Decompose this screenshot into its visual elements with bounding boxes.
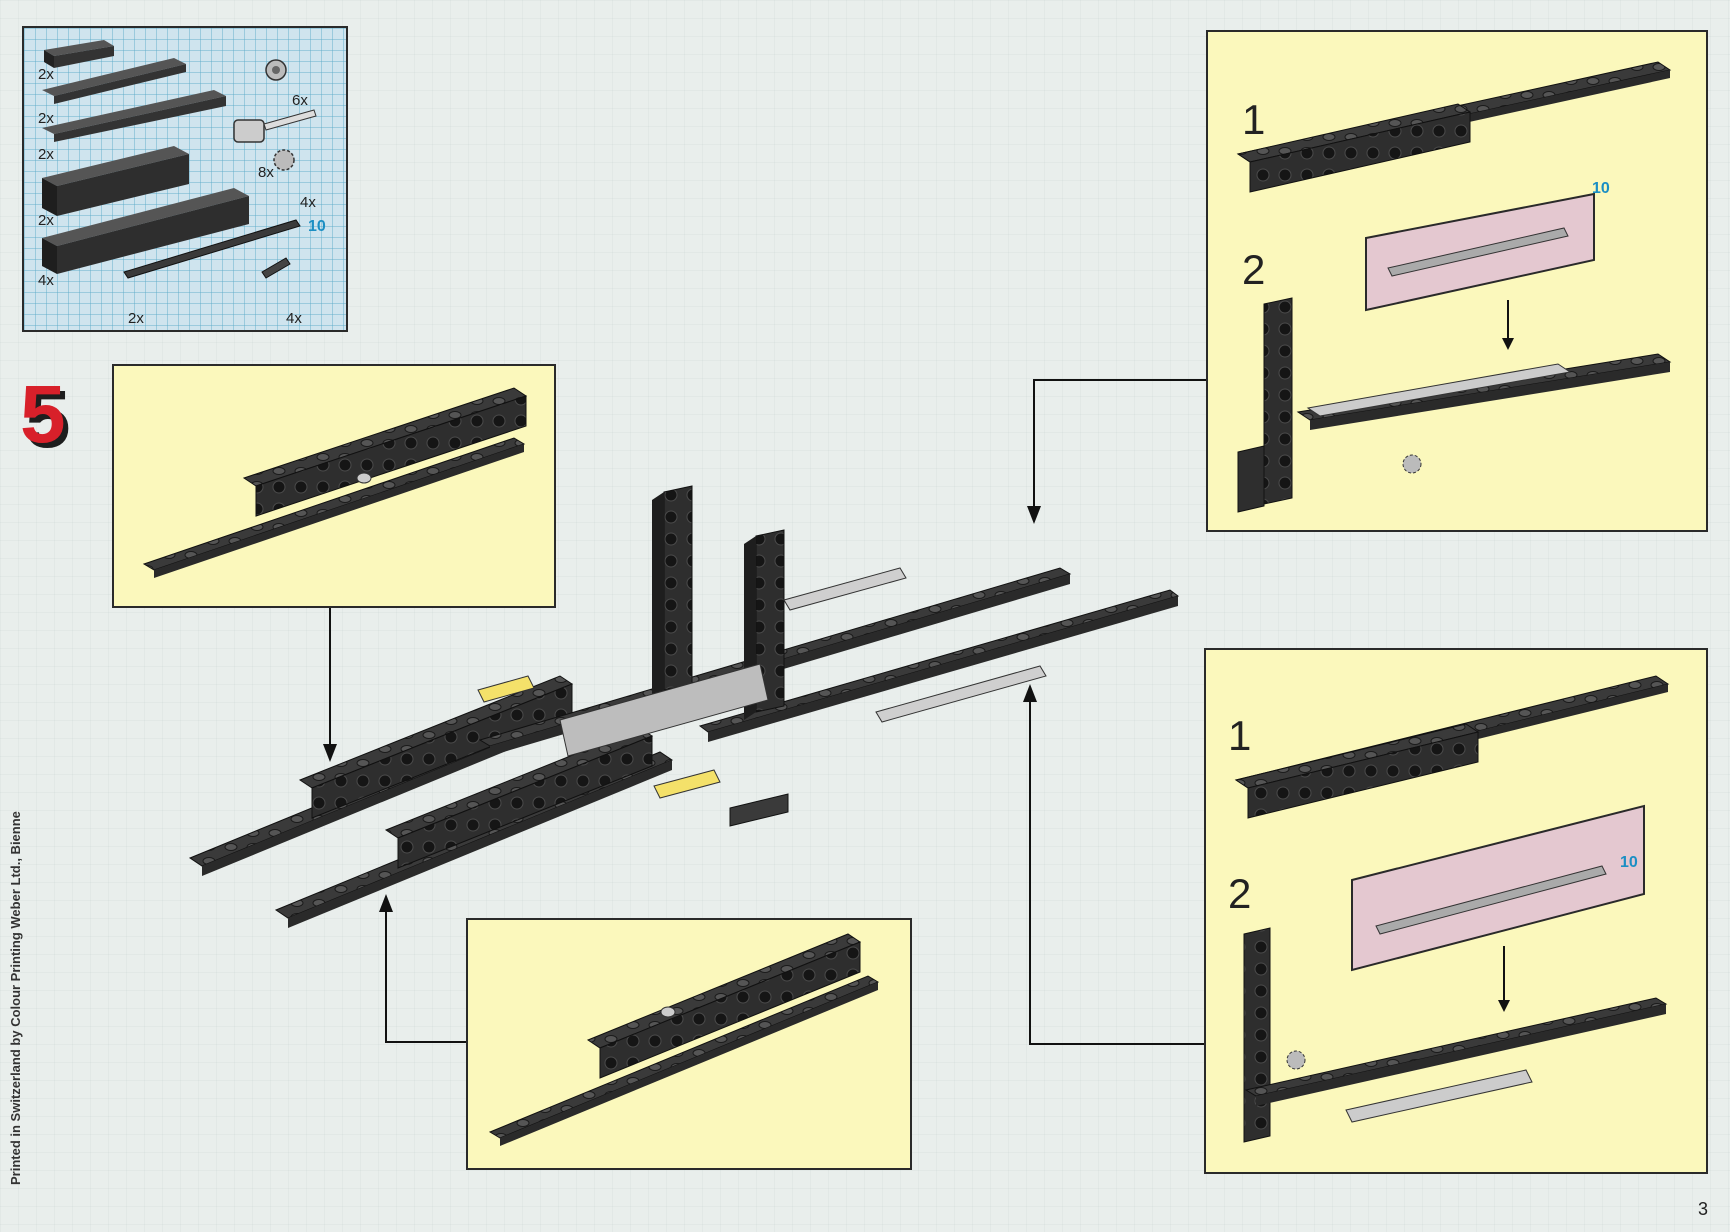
qty-label: 8x [258,164,274,181]
axle-length-label: 10 [1620,854,1638,871]
connector-arrow-right-bottom [1023,684,1204,1045]
part-beam-12 [42,188,249,274]
sub-assembly-panel-right-bottom: 1 2 10 [1204,648,1708,1174]
step-number: 5 [20,369,66,460]
part-beam-2-plate [44,40,114,68]
axle-length-label: 10 [308,218,326,235]
crank-icon [233,109,317,143]
qty-label: 4x [300,194,316,211]
part-plate-8b [42,90,226,142]
pin-icon [261,257,291,279]
part-plate-8a [42,58,186,104]
part-beam-6 [42,146,189,216]
bush-icon [265,59,287,81]
page-number: 3 [1697,1199,1708,1219]
right-bottom-drawing [1234,675,1670,1143]
qty-label: 2x [128,310,144,327]
gear-icon [273,149,295,171]
parts-list: 2x 2x 2x 2x 4x 6x 8x 4x 2x 4x 10 [22,26,348,332]
connector-arrow-left-top [323,608,337,762]
sub-assembly-panel-right-top: 1 2 10 [1206,30,1708,532]
qty-label: 2x [38,146,54,163]
qty-label: 4x [38,272,54,289]
qty-label: 2x [38,212,54,229]
sub-assembly-panel-left-bottom [466,918,912,1170]
sub-step-1: 1 [1228,712,1252,759]
beam-assembly-drawing [488,933,880,1146]
beam-assembly-drawing [142,387,528,578]
sub-step-1: 1 [1242,96,1266,143]
sub-assembly-panel-left-top [112,364,556,608]
qty-label: 2x [38,110,54,127]
qty-label: 2x [38,66,54,83]
qty-label: 6x [292,92,308,109]
printer-credit: Printed in Switzerland by Colour Printin… [8,811,23,1185]
sub-step-2: 2 [1228,870,1252,917]
qty-label: 4x [286,310,302,327]
connector-arrow-left-bottom [379,894,466,1043]
gear-icon [1402,454,1422,474]
right-top-drawing [1236,61,1672,513]
axle-length-label: 10 [1592,180,1610,197]
sub-step-2: 2 [1242,246,1266,293]
part-axle-10 [123,219,301,279]
parts-list-drawings [42,40,317,279]
gear-icon [1286,1050,1306,1070]
connector-arrow-right-top [1027,379,1206,524]
callout-pink [1351,804,1645,972]
pin-icon [660,1006,676,1018]
pin-icon [356,472,372,484]
